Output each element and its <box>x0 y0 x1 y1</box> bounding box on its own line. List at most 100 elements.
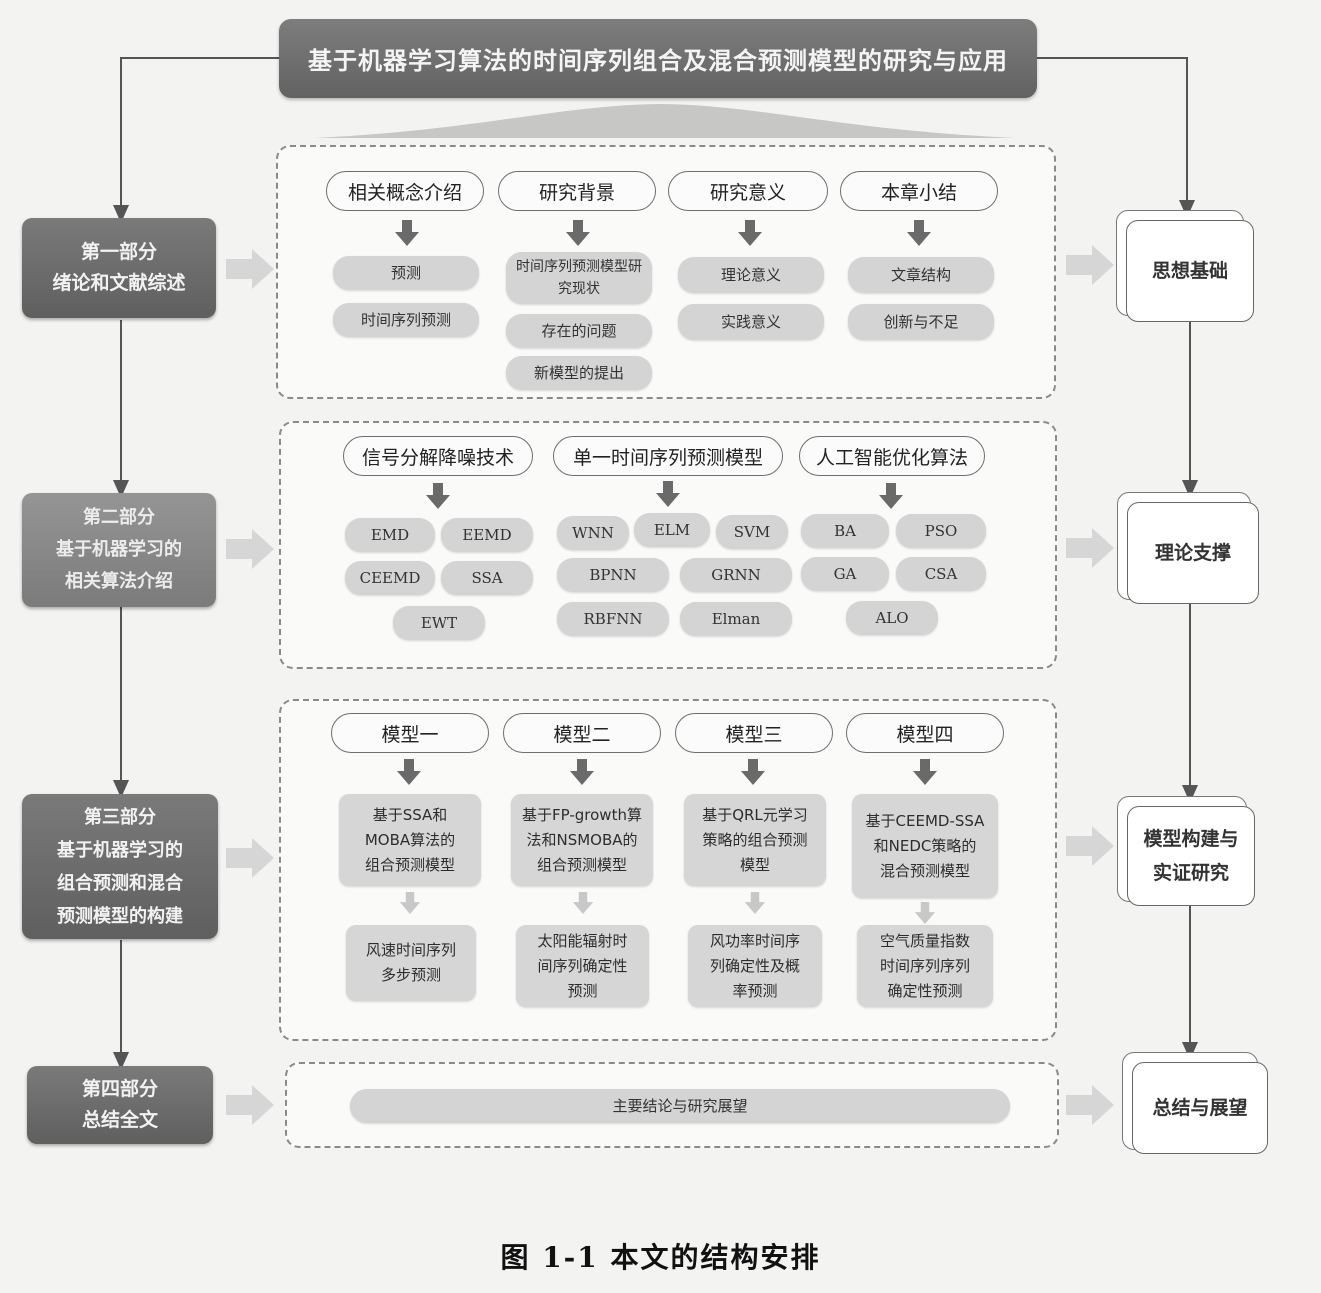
chip-forecast: 预测 <box>333 256 479 290</box>
arrow-right-icon <box>1066 528 1114 568</box>
application-1-card: 风速时间序列 多步预测 <box>346 925 476 1001</box>
outcome-3-card: 模型构建与 实证研究 <box>1127 806 1255 906</box>
chip-csa: CSA <box>896 557 986 591</box>
section-3-header-4: 模型四 <box>846 713 1004 753</box>
arrow-right-icon <box>226 838 274 878</box>
outcome-4-line-1: 总结与展望 <box>1152 1097 1248 1119</box>
model-3-card: 基于QRL元学习 策略的组合预测 模型 <box>684 794 826 886</box>
application-3-line-1: 风功率时间序 <box>709 931 800 950</box>
arrow-down-icon <box>914 902 936 924</box>
part-3-line-2: 基于机器学习的 <box>57 839 183 861</box>
part-1-line-2: 绪论和文献综述 <box>52 272 186 294</box>
part-1-line-1: 第一部分 <box>80 241 157 263</box>
outcome-1-card: 思想基础 <box>1126 220 1254 322</box>
chip-wnn: WNN <box>557 516 629 550</box>
model-4-card: 基于CEEMD-SSA 和NEDC策略的 混合预测模型 <box>852 794 998 898</box>
application-4-card: 空气质量指数 时间序列序列 确定性预测 <box>857 925 993 1007</box>
arrow-right-icon <box>226 249 274 289</box>
chip-emd: EMD <box>345 518 435 552</box>
chip-research-status: 时间序列预测模型研究现状 <box>506 252 652 304</box>
model-2-line-3: 组合预测模型 <box>536 855 627 874</box>
outcome-1-line-1: 思想基础 <box>1151 260 1228 282</box>
arrow-down-icon <box>907 220 931 246</box>
outcome-3-line-1: 模型构建与 <box>1143 828 1239 850</box>
arrow-down-icon <box>395 220 419 246</box>
chip-rbfnn: RBFNN <box>557 602 669 636</box>
main-title: 基于机器学习算法的时间序列组合及混合预测模型的研究与应用 <box>279 19 1037 98</box>
arrow-down-icon <box>399 892 421 914</box>
arrow-right-icon <box>1066 245 1114 285</box>
application-4-line-1: 空气质量指数 <box>879 931 970 950</box>
arrow-right-icon <box>1066 826 1114 866</box>
section-1-header-4: 本章小结 <box>840 171 998 211</box>
chip-pso: PSO <box>896 514 986 548</box>
chip-elm: ELM <box>634 513 710 547</box>
outcome-4-card: 总结与展望 <box>1132 1062 1268 1154</box>
section-3-header-1: 模型一 <box>331 713 489 753</box>
application-2-card: 太阳能辐射时 间序列确定性 预测 <box>516 925 649 1007</box>
model-4-line-1: 基于CEEMD-SSA <box>865 811 985 830</box>
application-3-line-3: 率预测 <box>732 981 778 1000</box>
figure-caption: 图 1-1 本文的结构安排 <box>500 1241 821 1274</box>
model-1-line-3: 组合预测模型 <box>364 855 455 874</box>
part-3-line-4: 预测模型的构建 <box>57 905 183 927</box>
arrow-down-icon <box>397 759 421 785</box>
chip-practical-significance: 实践意义 <box>678 304 824 340</box>
section-3-header-2: 模型二 <box>503 713 661 753</box>
arrow-down-icon <box>426 483 450 509</box>
part-3-line-1: 第三部分 <box>84 806 156 828</box>
model-3-line-1: 基于QRL元学习 <box>702 805 808 824</box>
model-4-line-2: 和NEDC策略的 <box>873 836 977 855</box>
part-2-line-3: 相关算法介绍 <box>65 571 173 592</box>
summary-chip: 主要结论与研究展望 <box>350 1089 1010 1123</box>
chip-eemd: EEMD <box>441 518 533 552</box>
arrow-down-icon <box>738 220 762 246</box>
part-3-box: 第三部分 基于机器学习的 组合预测和混合 预测模型的构建 <box>22 794 218 939</box>
model-2-card: 基于FP-growth算 法和NSMOBA的 组合预测模型 <box>511 794 653 886</box>
arrow-down-icon <box>744 892 766 914</box>
model-1-line-2: MOBA算法的 <box>364 830 456 849</box>
chip-new-model: 新模型的提出 <box>506 356 652 390</box>
chip-elman: Elman <box>680 602 792 636</box>
chip-ceemd: CEEMD <box>345 561 435 595</box>
arrow-down-icon <box>913 759 937 785</box>
application-1-line-2: 多步预测 <box>380 966 441 984</box>
chip-time-series-forecast: 时间序列预测 <box>333 303 479 337</box>
model-3-line-2: 策略的组合预测 <box>702 830 808 849</box>
arrow-right-icon <box>226 529 274 569</box>
section-2-header-1: 信号分解降噪技术 <box>343 436 533 476</box>
chip-ewt: EWT <box>393 606 485 640</box>
section-1-header-1: 相关概念介绍 <box>326 171 484 211</box>
model-2-line-1: 基于FP-growth算 <box>522 805 642 824</box>
part-1-box: 第一部分 绪论和文献综述 <box>22 218 216 318</box>
part-2-box: 第二部分 基于机器学习的 相关算法介绍 <box>22 493 216 607</box>
application-1-line-1: 风速时间序列 <box>365 941 456 959</box>
application-3-card: 风功率时间序 列确定性及概 率预测 <box>688 925 822 1007</box>
outcome-2-line-1: 理论支撑 <box>1154 542 1231 564</box>
application-2-line-3: 预测 <box>567 981 598 1000</box>
part-2-line-1: 第二部分 <box>83 507 155 528</box>
chip-svm: SVM <box>716 515 788 549</box>
arrow-down-icon <box>656 481 680 507</box>
model-1-line-1: 基于SSA和 <box>372 805 448 824</box>
part-2-line-2: 基于机器学习的 <box>56 539 182 560</box>
application-2-line-2: 间序列确定性 <box>537 956 628 975</box>
outcome-2-card: 理论支撑 <box>1127 502 1259 604</box>
chip-ssa: SSA <box>441 561 533 595</box>
model-3-line-3: 模型 <box>739 855 770 874</box>
application-4-line-2: 时间序列序列 <box>879 956 970 975</box>
part-4-line-2: 总结全文 <box>81 1109 158 1131</box>
section-1-header-3: 研究意义 <box>668 171 828 211</box>
part-3-line-3: 组合预测和混合 <box>57 872 183 894</box>
arrow-right-icon <box>1066 1085 1114 1125</box>
chip-ga: GA <box>801 557 889 591</box>
outcome-3-line-2: 实证研究 <box>1152 862 1229 884</box>
application-3-line-2: 列确定性及概 <box>709 956 800 975</box>
arrow-down-icon <box>570 759 594 785</box>
chip-article-structure: 文章结构 <box>848 257 994 293</box>
chip-ba: BA <box>801 514 889 548</box>
part-4-box: 第四部分 总结全文 <box>27 1066 213 1144</box>
application-4-line-3: 确定性预测 <box>887 981 963 1000</box>
chip-grnn: GRNN <box>680 558 792 592</box>
